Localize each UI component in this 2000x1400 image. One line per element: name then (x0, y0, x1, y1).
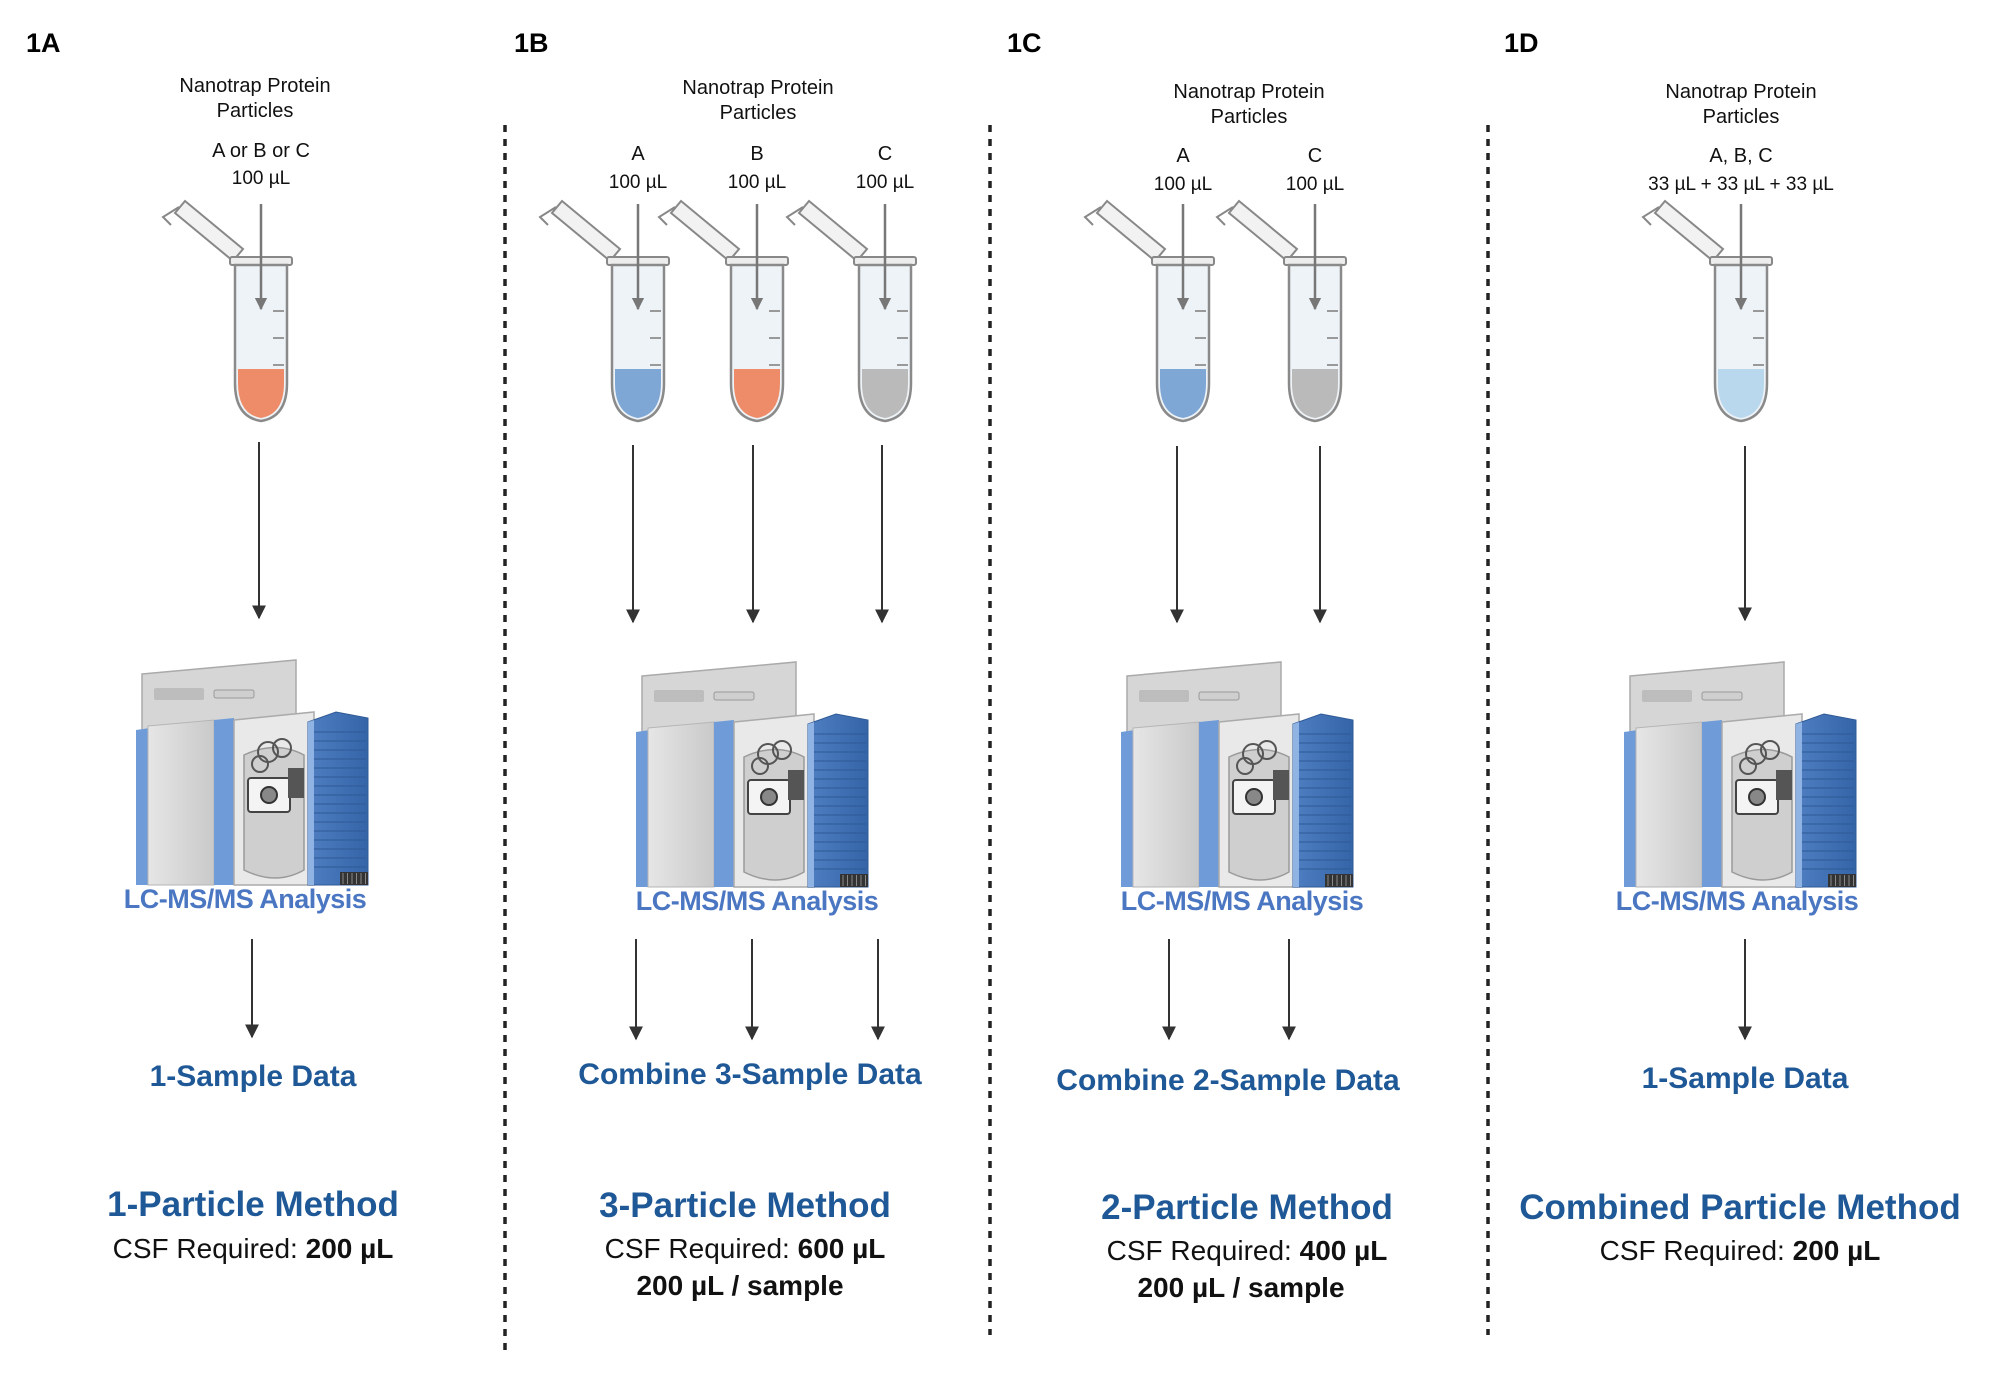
microcentrifuge-tube-icon (1215, 199, 1347, 423)
tube-lid-icon (173, 199, 245, 263)
csf-required: CSF Required: 200 µL (1599, 1235, 1881, 1266)
data-output-label: 1-Sample Data (1641, 1062, 1849, 1095)
tube-lid-tab-icon (657, 206, 676, 226)
lc-ms-label: LC-MS/MS Analysis (1120, 886, 1364, 916)
microcentrifuge-tube-icon (785, 199, 917, 423)
tube-name-label: A (1176, 145, 1190, 167)
method-title: 1-Particle Method (107, 1185, 399, 1224)
tube-name-label: A (631, 143, 645, 165)
lc-ms-label: LC-MS/MS Analysis (635, 886, 879, 916)
microcentrifuge-tube-icon (1641, 199, 1773, 423)
tube-lid-tab-icon (1083, 206, 1102, 226)
mass-spectrometer-icon (136, 659, 369, 886)
tube-name-label: C (1307, 145, 1323, 167)
tube-liquid-fill (1718, 369, 1764, 418)
tube-volume-label: 100 µL (231, 168, 291, 189)
tube-volume-label: 33 µL + 33 µL + 33 µL (1648, 174, 1834, 195)
particles-header: Nanotrap Protein Particles (179, 75, 331, 122)
microcentrifuge-tube-icon (161, 199, 293, 423)
tube-volume-label: 100 µL (727, 172, 787, 193)
panel-label: 1D (1504, 28, 1539, 58)
microcentrifuge-tube-icon (657, 199, 789, 423)
method-title: Combined Particle Method (1519, 1188, 1961, 1227)
panel-label: 1A (26, 28, 61, 58)
csf-required: CSF Required: 200 µL (112, 1233, 394, 1264)
tube-liquid-fill (238, 369, 284, 418)
tube-liquid-fill (615, 369, 661, 418)
particles-header: Nanotrap Protein Particles (1173, 81, 1325, 128)
tube-volume-label: 100 µL (608, 172, 668, 193)
mass-spectrometer-icon (1121, 661, 1354, 888)
panel-label: 1B (514, 28, 549, 58)
tube-lid-icon (797, 199, 869, 263)
tubes-layer (161, 199, 1773, 423)
per-sample-volume: 200 µL / sample (1137, 1272, 1345, 1303)
panel-label: 1C (1007, 28, 1042, 58)
tube-lid-icon (550, 199, 622, 263)
mass-spectrometer-icon (636, 661, 869, 888)
data-output-label: 1-Sample Data (149, 1060, 357, 1093)
panel-separators (503, 125, 1490, 1355)
tube-volume-label: 100 µL (855, 172, 915, 193)
tube-lid-tab-icon (538, 206, 557, 226)
microcentrifuge-tube-icon (1083, 199, 1215, 423)
method-title: 2-Particle Method (1101, 1188, 1393, 1227)
flow-arrows (245, 442, 1752, 1041)
particles-header: Nanotrap Protein Particles (682, 77, 834, 124)
tube-lid-icon (1653, 199, 1725, 263)
tube-lid-tab-icon (1215, 206, 1234, 226)
tube-name-label: A or B or C (212, 140, 310, 162)
tube-lid-icon (669, 199, 741, 263)
csf-required: CSF Required: 600 µL (604, 1233, 886, 1264)
tube-volume-label: 100 µL (1153, 174, 1213, 195)
tube-name-label: B (750, 143, 764, 165)
mass-spectrometer-icon (1624, 661, 1857, 888)
data-output-label: Combine 3-Sample Data (578, 1058, 922, 1091)
method-title: 3-Particle Method (599, 1186, 891, 1225)
tube-lid-icon (1227, 199, 1299, 263)
particles-header: Nanotrap Protein Particles (1665, 81, 1817, 128)
tube-lid-tab-icon (785, 206, 804, 226)
csf-required: CSF Required: 400 µL (1106, 1235, 1388, 1266)
lc-ms-label: LC-MS/MS Analysis (123, 884, 367, 914)
tube-liquid-fill (1160, 369, 1206, 418)
tube-volume-label: 100 µL (1285, 174, 1345, 195)
lc-ms-label: LC-MS/MS Analysis (1615, 886, 1859, 916)
tube-lid-tab-icon (1641, 206, 1660, 226)
data-output-label: Combine 2-Sample Data (1056, 1064, 1400, 1097)
tube-lid-tab-icon (161, 206, 180, 226)
microcentrifuge-tube-icon (538, 199, 670, 423)
tube-name-label: C (877, 143, 893, 165)
tube-name-label: A, B, C (1709, 145, 1773, 167)
tube-liquid-fill (734, 369, 780, 418)
tube-liquid-fill (862, 369, 908, 418)
per-sample-volume: 200 µL / sample (636, 1270, 844, 1301)
tube-lid-icon (1095, 199, 1167, 263)
instruments-layer (136, 659, 1857, 888)
tube-liquid-fill (1292, 369, 1338, 418)
